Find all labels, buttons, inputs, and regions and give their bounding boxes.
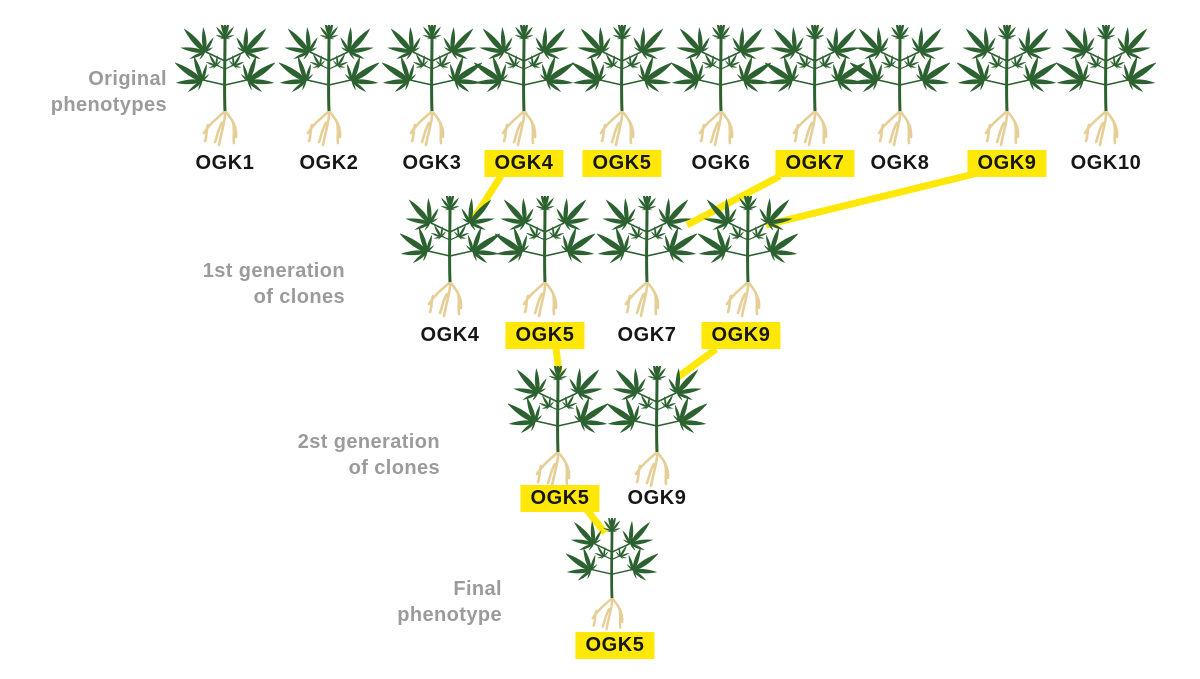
cannabis-plant-icon — [175, 25, 275, 149]
plant-label-gen1-ogk7: OGK7 — [617, 324, 677, 346]
cannabis-plant-icon — [607, 366, 707, 490]
section-title-line: Original — [88, 68, 167, 90]
plant-label-gen2-ogk9: OGK9 — [627, 487, 687, 509]
plant-label-original-ogk1: OGK1 — [195, 152, 255, 174]
cannabis-plant-icon — [671, 25, 771, 149]
section-title-line: phenotypes — [50, 94, 167, 116]
cannabis-plant-icon — [508, 366, 608, 490]
section-title-line: 2st generation — [297, 431, 440, 453]
plant-label-original-ogk9: OGK9 — [967, 150, 1047, 177]
cannabis-plant-icon — [850, 25, 950, 149]
plant-label-original-ogk3: OGK3 — [402, 152, 462, 174]
cannabis-plant-icon — [597, 196, 697, 320]
plant-label-gen1-ogk4: OGK4 — [420, 324, 480, 346]
section-title-second-generation: 2st generation of clones — [298, 429, 440, 481]
section-title-line: of clones — [348, 457, 440, 479]
plant-label-original-ogk5: OGK5 — [582, 150, 662, 177]
cannabis-plant-icon — [957, 25, 1057, 149]
section-title-line: of clones — [253, 286, 345, 308]
plant-label-original-ogk2: OGK2 — [299, 152, 359, 174]
plant-label-original-ogk6: OGK6 — [691, 152, 751, 174]
plant-label-gen2-ogk5: OGK5 — [520, 485, 600, 512]
plant-label-original-ogk7: OGK7 — [775, 150, 855, 177]
cannabis-plant-icon — [572, 25, 672, 149]
plant-label-original-ogk10: OGK10 — [1070, 152, 1142, 174]
cannabis-plant-icon — [279, 25, 379, 149]
plant-label-gen1-ogk9: OGK9 — [701, 322, 781, 349]
plant-label-original-ogk4: OGK4 — [484, 150, 564, 177]
cannabis-plant-icon — [698, 196, 798, 320]
plant-label-original-ogk8: OGK8 — [870, 152, 930, 174]
section-title-final-phenotype: Final phenotype — [397, 576, 502, 628]
section-title-line: phenotype — [397, 604, 502, 626]
cannabis-plant-icon — [474, 25, 574, 149]
section-title-first-generation: 1st generation of clones — [203, 258, 345, 310]
section-title-line: 1st generation — [202, 260, 345, 282]
cannabis-plant-icon — [400, 196, 500, 320]
plant-label-final-ogk5: OGK5 — [575, 632, 655, 659]
cannabis-plant-icon — [566, 518, 658, 634]
cannabis-plant-icon — [495, 196, 595, 320]
cannabis-plant-icon — [382, 25, 482, 149]
cannabis-plant-icon — [1056, 25, 1156, 149]
plant-label-gen1-ogk5: OGK5 — [505, 322, 585, 349]
section-title-line: Final — [453, 578, 502, 600]
section-title-original-phenotypes: Original phenotypes — [51, 66, 167, 118]
